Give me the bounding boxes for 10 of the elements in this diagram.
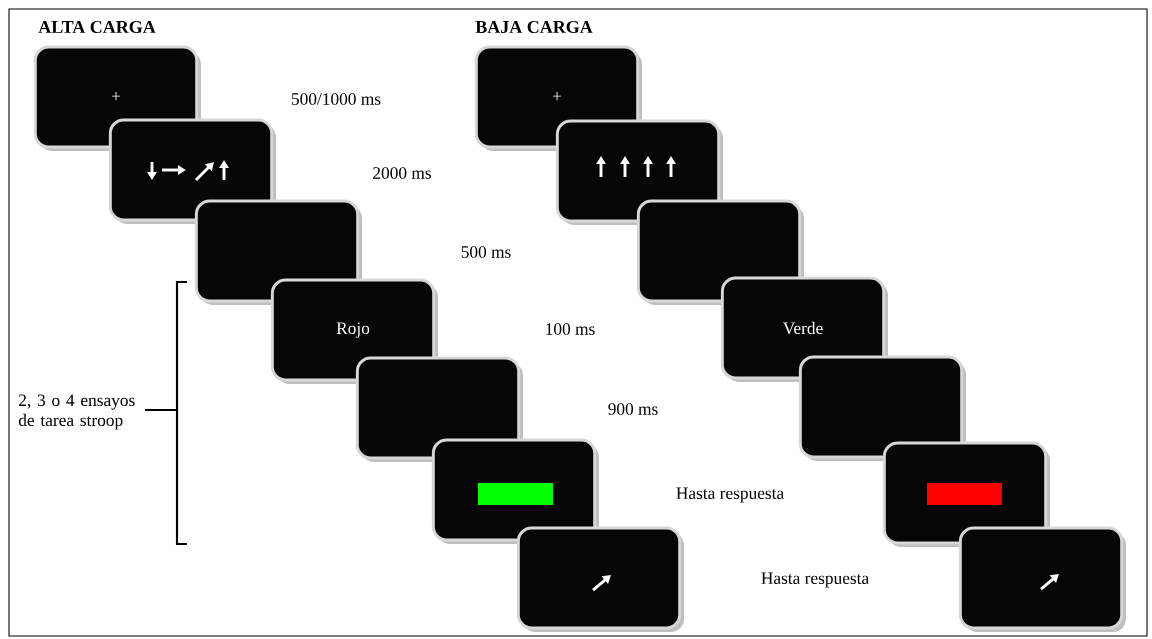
duration-label: 500 ms xyxy=(461,246,511,258)
duration-label: 100 ms xyxy=(546,323,595,335)
duration-label: 2000 ms xyxy=(373,167,431,179)
blank-screen xyxy=(958,526,1124,630)
blank-screen xyxy=(798,355,964,459)
trial-note: 2, 3 o 4 ensayos de tarea stroop xyxy=(18,394,135,430)
blank-screen xyxy=(516,526,682,630)
blank-screen xyxy=(355,356,521,460)
stimulus-screen: Rojo xyxy=(270,278,436,382)
duration-label: Hasta respuesta xyxy=(676,487,784,503)
